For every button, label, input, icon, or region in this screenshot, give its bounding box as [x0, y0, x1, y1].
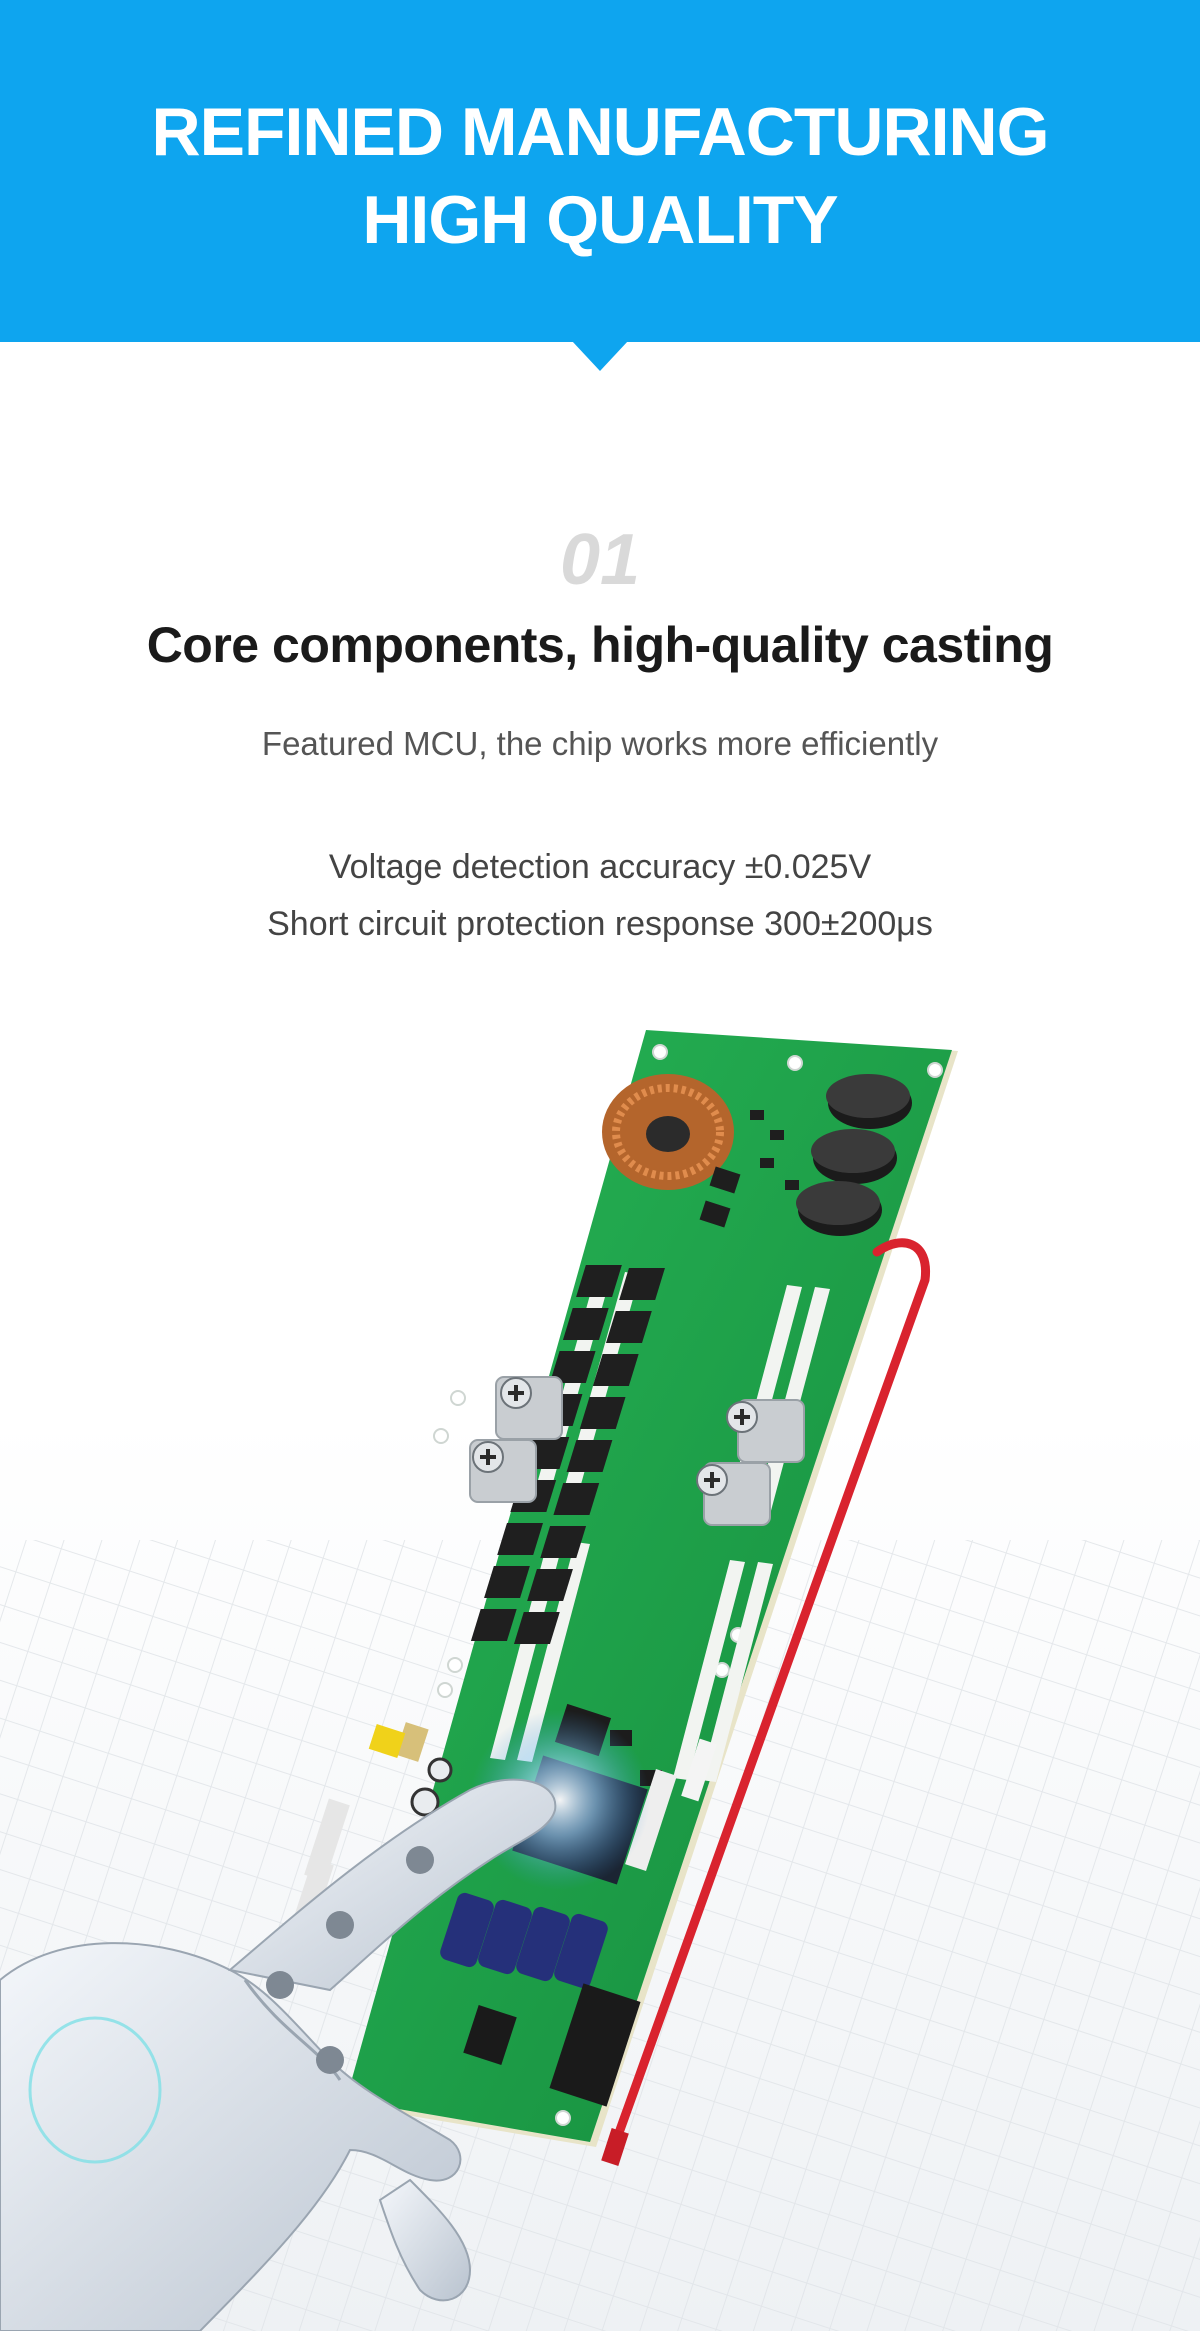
spec-voltage-accuracy: Voltage detection accuracy ±0.025V — [328, 848, 872, 886]
capacitor-bank — [440, 1892, 608, 1989]
header-banner: REFINED MANUFACTURING HIGH QUALITY — [0, 0, 1200, 342]
banner-title: REFINED MANUFACTURING HIGH QUALITY — [0, 88, 1200, 264]
smd-components-top — [699, 1110, 799, 1228]
pin-headers — [463, 1983, 641, 2107]
screw-terminals — [469, 1376, 805, 1526]
sense-wire — [601, 1238, 930, 2166]
robot-hand — [0, 1778, 557, 2331]
section-number: 01 — [559, 520, 641, 600]
spec-short-circuit-response: Short circuit protection response 300±20… — [267, 905, 933, 943]
product-illustration — [0, 1030, 1200, 2331]
mosfet-array — [470, 1265, 665, 1644]
electrolytic-capacitors — [796, 1074, 912, 1236]
section-subtitle: Featured MCU, the chip works more effici… — [261, 725, 939, 762]
banner-title-line-1: REFINED MANUFACTURING — [151, 94, 1050, 170]
banner-notch — [572, 341, 628, 371]
banner-title-line-2: HIGH QUALITY — [362, 182, 838, 258]
pcb-board — [288, 1030, 958, 2147]
section-heading: Core components, high-quality casting — [146, 617, 1054, 673]
toroid-inductor — [602, 1074, 734, 1190]
